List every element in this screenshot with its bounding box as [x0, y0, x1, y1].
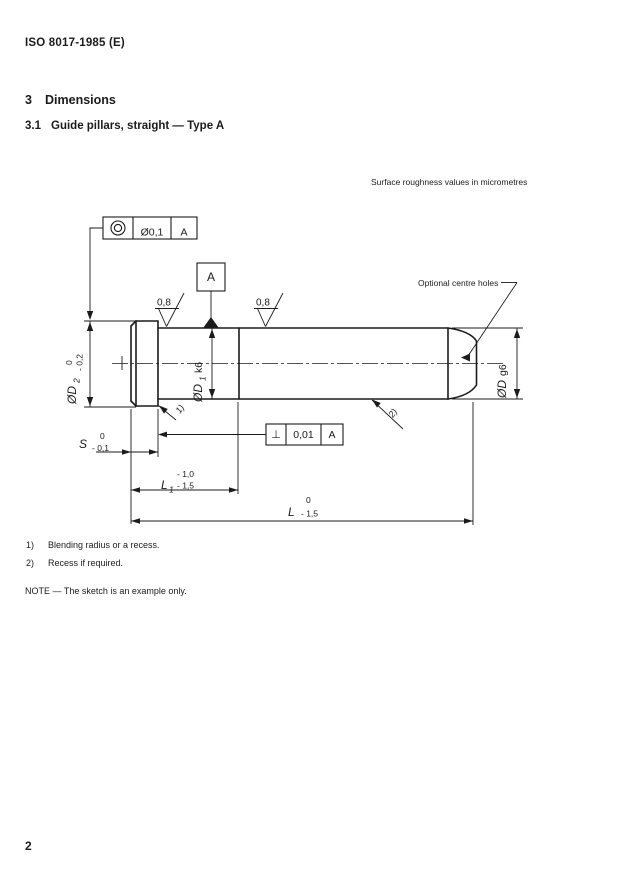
footnote-2-text: Recess if required. — [48, 558, 124, 568]
d2-tol-lower: - 0,2 — [75, 354, 85, 371]
standard-number-header: ISO 8017-1985 (E) — [25, 37, 125, 49]
perpendicularity-tolerance-frame: ⊥ 0,01 A — [158, 423, 344, 446]
roughness-value-2: 0,8 — [256, 298, 270, 309]
l1-tol-lower: - 1,5 — [177, 481, 194, 491]
section-title: Dimensions — [45, 93, 116, 107]
subsection-number: 3.1 — [25, 120, 41, 132]
l-tol-upper: 0 — [306, 495, 311, 505]
concentricity-leader-arrow — [86, 311, 94, 320]
centre-holes-callout: Optional centre holes — [418, 278, 518, 362]
subsection-heading: 3.1 Guide pillars, straight — Type A — [25, 120, 224, 132]
dimension-l1: L 1 - 1,0 - 1,5 — [131, 402, 239, 495]
footnote-2: 2) Recess if required. — [26, 558, 123, 568]
l-tol-lower: - 1,5 — [301, 509, 318, 519]
roughness-symbol-1: 0,8 — [155, 292, 185, 327]
d-prefix: ØD — [495, 380, 509, 399]
ref-mark-2: 2) — [371, 399, 404, 430]
page-number: 2 — [25, 839, 32, 853]
datum-a-letter: A — [207, 270, 215, 284]
ref-2-label: 2) — [386, 407, 399, 420]
perpendicularity-leader-arrow — [158, 431, 167, 438]
d1-prefix: ØD — [191, 384, 205, 403]
d2-subscript: 2 — [72, 378, 82, 384]
l-prefix: L — [288, 505, 295, 519]
roughness-value-1: 0,8 — [157, 298, 171, 309]
footnote-1: 1) Blending radius or a recess. — [26, 540, 160, 550]
footnote-2-ref: 2) — [26, 558, 35, 568]
footnote-1-ref: 1) — [26, 540, 35, 550]
dimension-s: S 0 - 0,1 — [79, 409, 159, 524]
footnote-1-text: Blending radius or a recess. — [48, 540, 160, 550]
perpendicularity-datum: A — [328, 429, 335, 441]
roughness-symbol-2: 0,8 — [254, 292, 284, 327]
l1-tol-upper: - 1,0 — [177, 469, 194, 479]
concentricity-icon — [110, 220, 126, 236]
s-prefix: S — [79, 437, 87, 451]
datum-a-symbol: A — [196, 262, 226, 328]
ref-mark-1: 1) — [158, 403, 186, 421]
concentricity-datum: A — [180, 226, 187, 238]
surface-roughness-units-note: Surface roughness values in micrometres — [371, 177, 528, 187]
guide-pillar-technical-drawing: Ø0,1 A A 0,8 0,8 Optional ce — [64, 216, 523, 525]
d-fit: g6 — [497, 364, 509, 376]
s-tol-lower: - 0,1 — [92, 443, 109, 453]
dimension-d: ØD g6 — [452, 327, 523, 400]
example-note: NOTE — The sketch is an example only. — [25, 586, 187, 596]
concentricity-leader-line — [89, 227, 103, 312]
datum-triangle — [203, 317, 219, 328]
dimension-d1-label: ØD 1 k6 — [191, 362, 208, 403]
centre-holes-label: Optional centre holes — [418, 278, 498, 288]
concentricity-value: Ø0,1 — [141, 226, 164, 238]
section-number: 3 — [25, 93, 32, 107]
dimension-d2: ØD 2 0 - 0,2 — [64, 320, 136, 408]
d1-fit: k6 — [193, 362, 205, 373]
ref-1-label: 1) — [173, 403, 186, 415]
l1-prefix: L — [161, 478, 168, 492]
dimension-l: L 0 - 1,5 — [131, 402, 474, 525]
d1-subscript: 1 — [198, 376, 208, 381]
d2-tol-upper: 0 — [64, 360, 74, 365]
s-tol-upper: 0 — [100, 431, 105, 441]
subsection-title: Guide pillars, straight — Type A — [51, 120, 225, 132]
centre-hole-mark — [461, 353, 470, 362]
d2-prefix: ØD — [65, 386, 79, 405]
perpendicularity-icon: ⊥ — [271, 429, 281, 441]
dimension-d-label: ØD g6 — [495, 364, 509, 399]
dimension-d2-label: ØD 2 0 - 0,2 — [64, 354, 85, 405]
section-heading: 3 Dimensions — [25, 93, 116, 107]
pillar-outline — [121, 320, 478, 407]
concentricity-tolerance-frame: Ø0,1 A — [86, 216, 198, 320]
perpendicularity-value: 0,01 — [293, 429, 314, 441]
l1-subscript: 1 — [169, 485, 174, 495]
dimension-d1: ØD 1 k6 — [191, 328, 216, 403]
